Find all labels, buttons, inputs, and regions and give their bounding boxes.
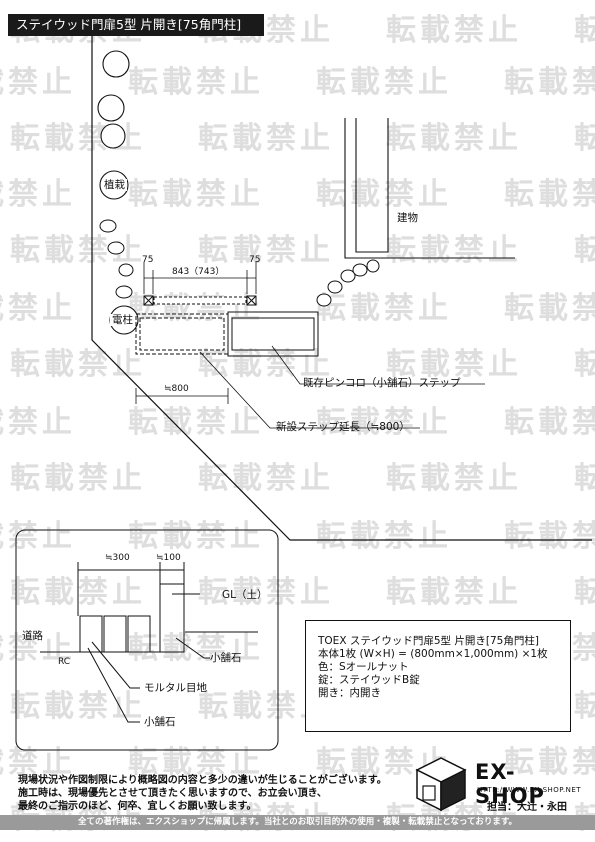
watermark-text: 転載禁止 (574, 121, 595, 156)
watermark-text: 転載禁止 (198, 461, 334, 496)
watermark-text: 転載禁止 (10, 575, 146, 610)
watermark-text: 転載禁止 (386, 13, 522, 48)
building-outline (344, 118, 515, 259)
watermark-text: 転載禁止 (128, 177, 264, 212)
property-boundary-line (91, 22, 592, 541)
planting-shrubs (97, 50, 130, 200)
existing-step-outline (227, 311, 319, 357)
watermark-text: 転載禁止 (574, 689, 595, 724)
dim-width-label: 843（743） (172, 267, 225, 277)
road-label: 道路 (22, 630, 43, 642)
watermark-text: 転載禁止 (386, 461, 522, 496)
new-step-label: 新設ステップ延長（≒800） (276, 421, 410, 433)
spec-line: 錠：ステイウッドB錠 (318, 674, 420, 686)
watermark-text: 転載禁止 (128, 405, 264, 440)
watermark-text: 転載禁止 (504, 405, 595, 440)
section-detail-box (15, 529, 279, 751)
watermark-text: 転載禁止 (574, 13, 595, 48)
watermark-text: 転載禁止 (574, 233, 595, 268)
watermark-text: 転載禁止 (386, 121, 522, 156)
watermark-text: 転載禁止 (504, 65, 595, 100)
notice-line: 現場状況や作図制限により概略図の内容と多少の違いが生じることがございます。 (18, 775, 387, 786)
notice-line: 最終のご指示のほど、何卒、宜しくお願い致します。 (18, 801, 257, 812)
cube-logo-icon (415, 757, 467, 812)
spec-line: 本体1枚 (W×H) = (800mm×1,000mm) ×1枚 (318, 648, 548, 660)
watermark-text: 転載禁止 (316, 291, 452, 326)
watermark-text: 転載禁止 (0, 745, 76, 780)
watermark-text: 転載禁止 (10, 347, 146, 382)
watermark-text: 転載禁止 (386, 233, 522, 268)
gl-label: GL（土） (222, 589, 268, 601)
watermark-text: 転載禁止 (0, 291, 76, 326)
copyright-footer: 全ての著作権は、エクスショップに帰属します。当社とのお取引目的外の使用・複製・転… (0, 815, 595, 830)
watermark-text: 転載禁止 (386, 575, 522, 610)
stepping-stones (99, 219, 380, 307)
notice-line: 施工時は、現場優先とさせて頂きたく思いますので、お立会い頂き、 (18, 788, 327, 799)
planting-label: 植栽 (102, 179, 127, 191)
mortar-joint-label: モルタル目地 (144, 682, 207, 694)
building-label: 建物 (397, 212, 418, 224)
watermark-text: 転載禁止 (504, 177, 595, 212)
section-dim-300: ≒300 (105, 553, 130, 563)
new-step-outline (135, 313, 229, 355)
watermark-text: 転載禁止 (198, 347, 334, 382)
section-dim-100: ≒100 (156, 553, 181, 563)
watermark-text: 転載禁止 (198, 233, 334, 268)
logo-url: HTTP://WWW.EX-SHOP.NET (477, 786, 582, 794)
site-notice: 現場状況や作図制限により概略図の内容と多少の違いが生じることがございます。 施工… (18, 774, 408, 813)
dim-step-label: ≒800 (164, 384, 189, 394)
logo-name: EX-SHOP (475, 760, 545, 808)
small-stone-label-2: 小舗石 (144, 716, 176, 728)
pole-label: 電柱 (110, 314, 135, 326)
watermark-text: 転載禁止 (574, 347, 595, 382)
company-logo: EX-SHOP HTTP://WWW.EX-SHOP.NET 担当：大辻・永田 (415, 756, 585, 814)
watermark-text: 転載禁止 (504, 745, 595, 780)
watermark-text: 転載禁止 (316, 177, 452, 212)
leader-lines (199, 345, 485, 429)
spec-line: TOEX ステイウッド門扉5型 片開き[75角門柱] (318, 635, 539, 647)
gate-plan (143, 295, 257, 306)
watermark-text: 転載禁止 (316, 405, 452, 440)
watermark-text: 転載禁止 (504, 291, 595, 326)
watermark-text: 転載禁止 (574, 575, 595, 610)
spec-line: 開き：内開き (318, 687, 381, 699)
section-drawing (40, 562, 258, 723)
rc-label: RC (58, 657, 71, 667)
watermark-text: 転載禁止 (574, 461, 595, 496)
watermark-text: 転載禁止 (10, 461, 146, 496)
spec-line: 色：Sオールナット (318, 661, 409, 673)
small-stone-label: 小舗石 (210, 652, 242, 664)
watermark-text: 転載禁止 (0, 405, 76, 440)
watermark-text: 転載禁止 (198, 121, 334, 156)
dim-left-label: 75 (142, 255, 154, 265)
watermark-text: 転載禁止 (0, 65, 76, 100)
staff-label: 担当：大辻・永田 (487, 802, 567, 813)
plan-dimension-lines (135, 262, 257, 404)
product-spec-box: TOEX ステイウッド門扉5型 片開き[75角門柱] 本体1枚 (W×H) = … (305, 620, 571, 732)
drawing-title: ステイウッド門扉5型 片開き[75角門柱] (8, 14, 264, 36)
existing-step-label: 既存ピンコロ（小舗石）ステップ (303, 377, 461, 389)
watermark-text: 転載禁止 (198, 575, 334, 610)
watermark-text: 転載禁止 (128, 519, 264, 554)
watermark-text: 転載禁止 (0, 177, 76, 212)
watermark-text: 転載禁止 (386, 347, 522, 382)
watermark-text: 転載禁止 (316, 519, 452, 554)
watermark-text: 転載禁止 (128, 745, 264, 780)
watermark-text: 転載禁止 (504, 519, 595, 554)
watermark-text: 転載禁止 (316, 65, 452, 100)
watermark-text: 転載禁止 (0, 519, 76, 554)
watermark-text: 転載禁止 (128, 65, 264, 100)
watermark-text: 転載禁止 (0, 631, 76, 666)
dim-right-label: 75 (249, 255, 261, 265)
